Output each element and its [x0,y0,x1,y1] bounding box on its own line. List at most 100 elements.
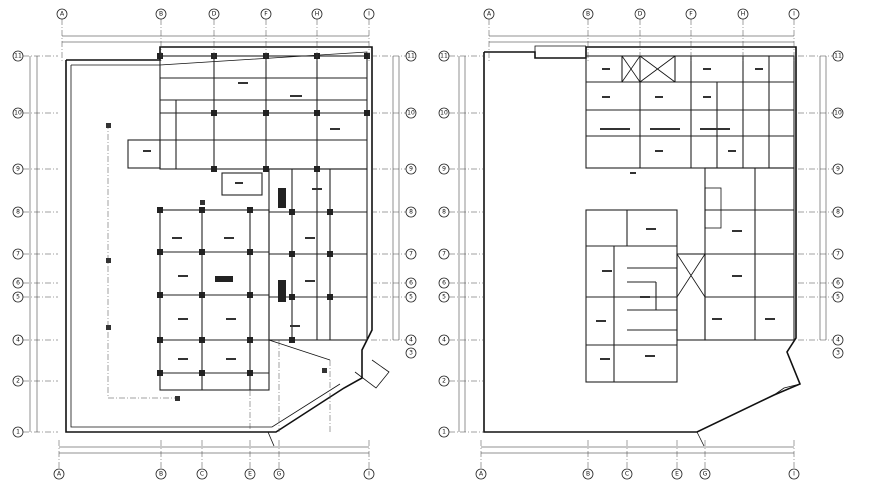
axis-bubble-top-left-D: D [208,8,220,20]
axis-bubble-top-left-D-label: D [212,11,217,18]
axis-bubble-top-right-A-label: A [487,11,492,18]
axis-bubble-left-right-7: 7 [438,248,450,260]
axis-bubble-left-right-9-label: 9 [442,166,446,173]
axis-bubble-top-right-F-label: F [689,11,693,18]
axis-bubble-right-right-11: 11 [832,50,844,62]
axis-bubble-top-right-I-label: I [793,11,795,18]
right-upper-rooms [585,55,795,169]
axis-bubble-right-left-10-label: 10 [407,110,415,117]
axis-bubble-bottom-right-G-label: G [703,471,708,478]
axis-bubble-top-left-B-label: B [159,11,163,18]
axis-bubble-bottom-left-E: E [244,468,256,480]
axis-bubble-top-right-B-label: B [586,11,590,18]
axis-bubble-bottom-right-E-label: E [675,471,679,478]
axis-bubble-left-right-11: 11 [438,50,450,62]
axis-bubble-top-right-D-label: D [638,11,643,18]
axis-bubble-left-right-1-label: 1 [442,429,446,436]
left-boundary-wall [65,46,390,447]
axis-bubble-top-left-F-label: F [264,11,268,18]
axis-bubble-left-right-1: 1 [438,426,450,438]
axis-bubble-right-left-9: 9 [405,163,417,175]
axis-bubble-left-left-11: 11 [12,50,24,62]
axis-bubble-right-left-11-label: 11 [407,53,415,60]
axis-bubble-right-left-4: 4 [405,334,417,346]
axis-bubble-left-right-2-label: 2 [442,378,446,385]
axis-bubble-left-right-10-label: 10 [440,110,448,117]
axis-bubble-left-right-5-label: 5 [442,294,446,301]
axis-bubble-right-left-5: 5 [405,291,417,303]
axis-bubble-left-left-7: 7 [12,248,24,260]
axis-bubble-bottom-right-I-label: I [793,471,795,478]
axis-bubble-bottom-right-B: B [582,468,594,480]
axis-bubble-right-right-4-label: 4 [836,337,840,344]
axis-bubble-left-left-7-label: 7 [16,251,20,258]
axis-bubble-right-left-10: 10 [405,107,417,119]
axis-bubble-top-right-F: F [685,8,697,20]
left-columns [157,53,370,376]
axis-bubble-left-left-9: 9 [12,163,24,175]
axis-bubble-right-right-5-label: 5 [836,294,840,301]
axis-bubble-left-left-8: 8 [12,206,24,218]
axis-bubble-right-right-3-label: 3 [836,350,840,357]
axis-bubble-top-left-H-label: H [315,11,320,18]
axis-bubble-left-right-10: 10 [438,107,450,119]
axis-bubble-left-right-5: 5 [438,291,450,303]
right-west-rooms [585,209,678,383]
axis-bubble-left-left-6-label: 6 [16,280,20,287]
axis-bubble-right-left-5-label: 5 [409,294,413,301]
axis-bubble-bottom-left-C-label: C [200,471,204,478]
axis-bubble-top-right-H-label: H [741,11,746,18]
axis-bubble-top-right-D: D [634,8,646,20]
axis-bubble-right-right-6-label: 6 [836,280,840,287]
right-dimension-lines [458,35,827,454]
right-annotation-marks [596,68,775,360]
axis-bubble-right-left-6: 6 [405,277,417,289]
axis-bubble-left-right-9: 9 [438,163,450,175]
axis-bubble-bottom-right-G: G [699,468,711,480]
axis-bubble-right-left-3-label: 3 [409,350,413,357]
axis-bubble-top-right-B: B [582,8,594,20]
axis-bubble-left-right-6-label: 6 [442,280,446,287]
axis-bubble-bottom-right-A: A [475,468,487,480]
axis-bubble-right-left-3: 3 [405,347,417,359]
axis-bubble-left-right-7-label: 7 [442,251,446,258]
axis-bubble-left-left-4-label: 4 [16,337,20,344]
axis-bubble-bottom-right-E: E [671,468,683,480]
axis-bubble-left-left-2-label: 2 [16,378,20,385]
axis-bubble-right-left-8: 8 [405,206,417,218]
axis-bubble-bottom-right-C-label: C [625,471,629,478]
axis-bubble-bottom-right-A-label: A [479,471,484,478]
axis-bubble-top-left-I-label: I [368,11,370,18]
axis-bubble-left-left-8-label: 8 [16,209,20,216]
axis-bubble-right-left-4-label: 4 [409,337,413,344]
axis-bubble-right-right-9-label: 9 [836,166,840,173]
axis-bubble-right-right-4: 4 [832,334,844,346]
axis-bubble-bottom-left-B: B [155,468,167,480]
axis-bubble-left-right-4: 4 [438,334,450,346]
axis-bubble-top-left-B: B [155,8,167,20]
axis-bubble-top-left-F: F [260,8,272,20]
left-dashed-outline [107,123,176,399]
axis-bubble-top-left-A: A [56,8,68,20]
axis-bubble-left-left-5-label: 5 [16,294,20,301]
axis-bubble-bottom-left-G: G [273,468,285,480]
axis-bubble-top-left-A-label: A [60,11,65,18]
axis-bubble-bottom-left-E-label: E [248,471,252,478]
left-upper-frame [127,55,368,196]
axis-bubble-left-left-1: 1 [12,426,24,438]
axis-bubble-right-left-7: 7 [405,248,417,260]
axis-bubble-right-left-9-label: 9 [409,166,413,173]
axis-bubble-left-left-10-label: 10 [14,110,22,117]
axis-bubble-right-right-3: 3 [832,347,844,359]
axis-bubble-bottom-left-A-label: A [57,471,62,478]
axis-bubble-bottom-right-I: I [788,468,800,480]
axis-bubble-left-left-4: 4 [12,334,24,346]
axis-bubble-top-left-I: I [363,8,375,20]
axis-bubble-right-right-11-label: 11 [834,53,842,60]
axis-bubble-left-right-2: 2 [438,375,450,387]
axis-bubble-left-left-6: 6 [12,277,24,289]
axis-bubble-left-left-2: 2 [12,375,24,387]
axis-bubble-left-left-11-label: 11 [14,53,22,60]
axis-bubble-right-right-5: 5 [832,291,844,303]
